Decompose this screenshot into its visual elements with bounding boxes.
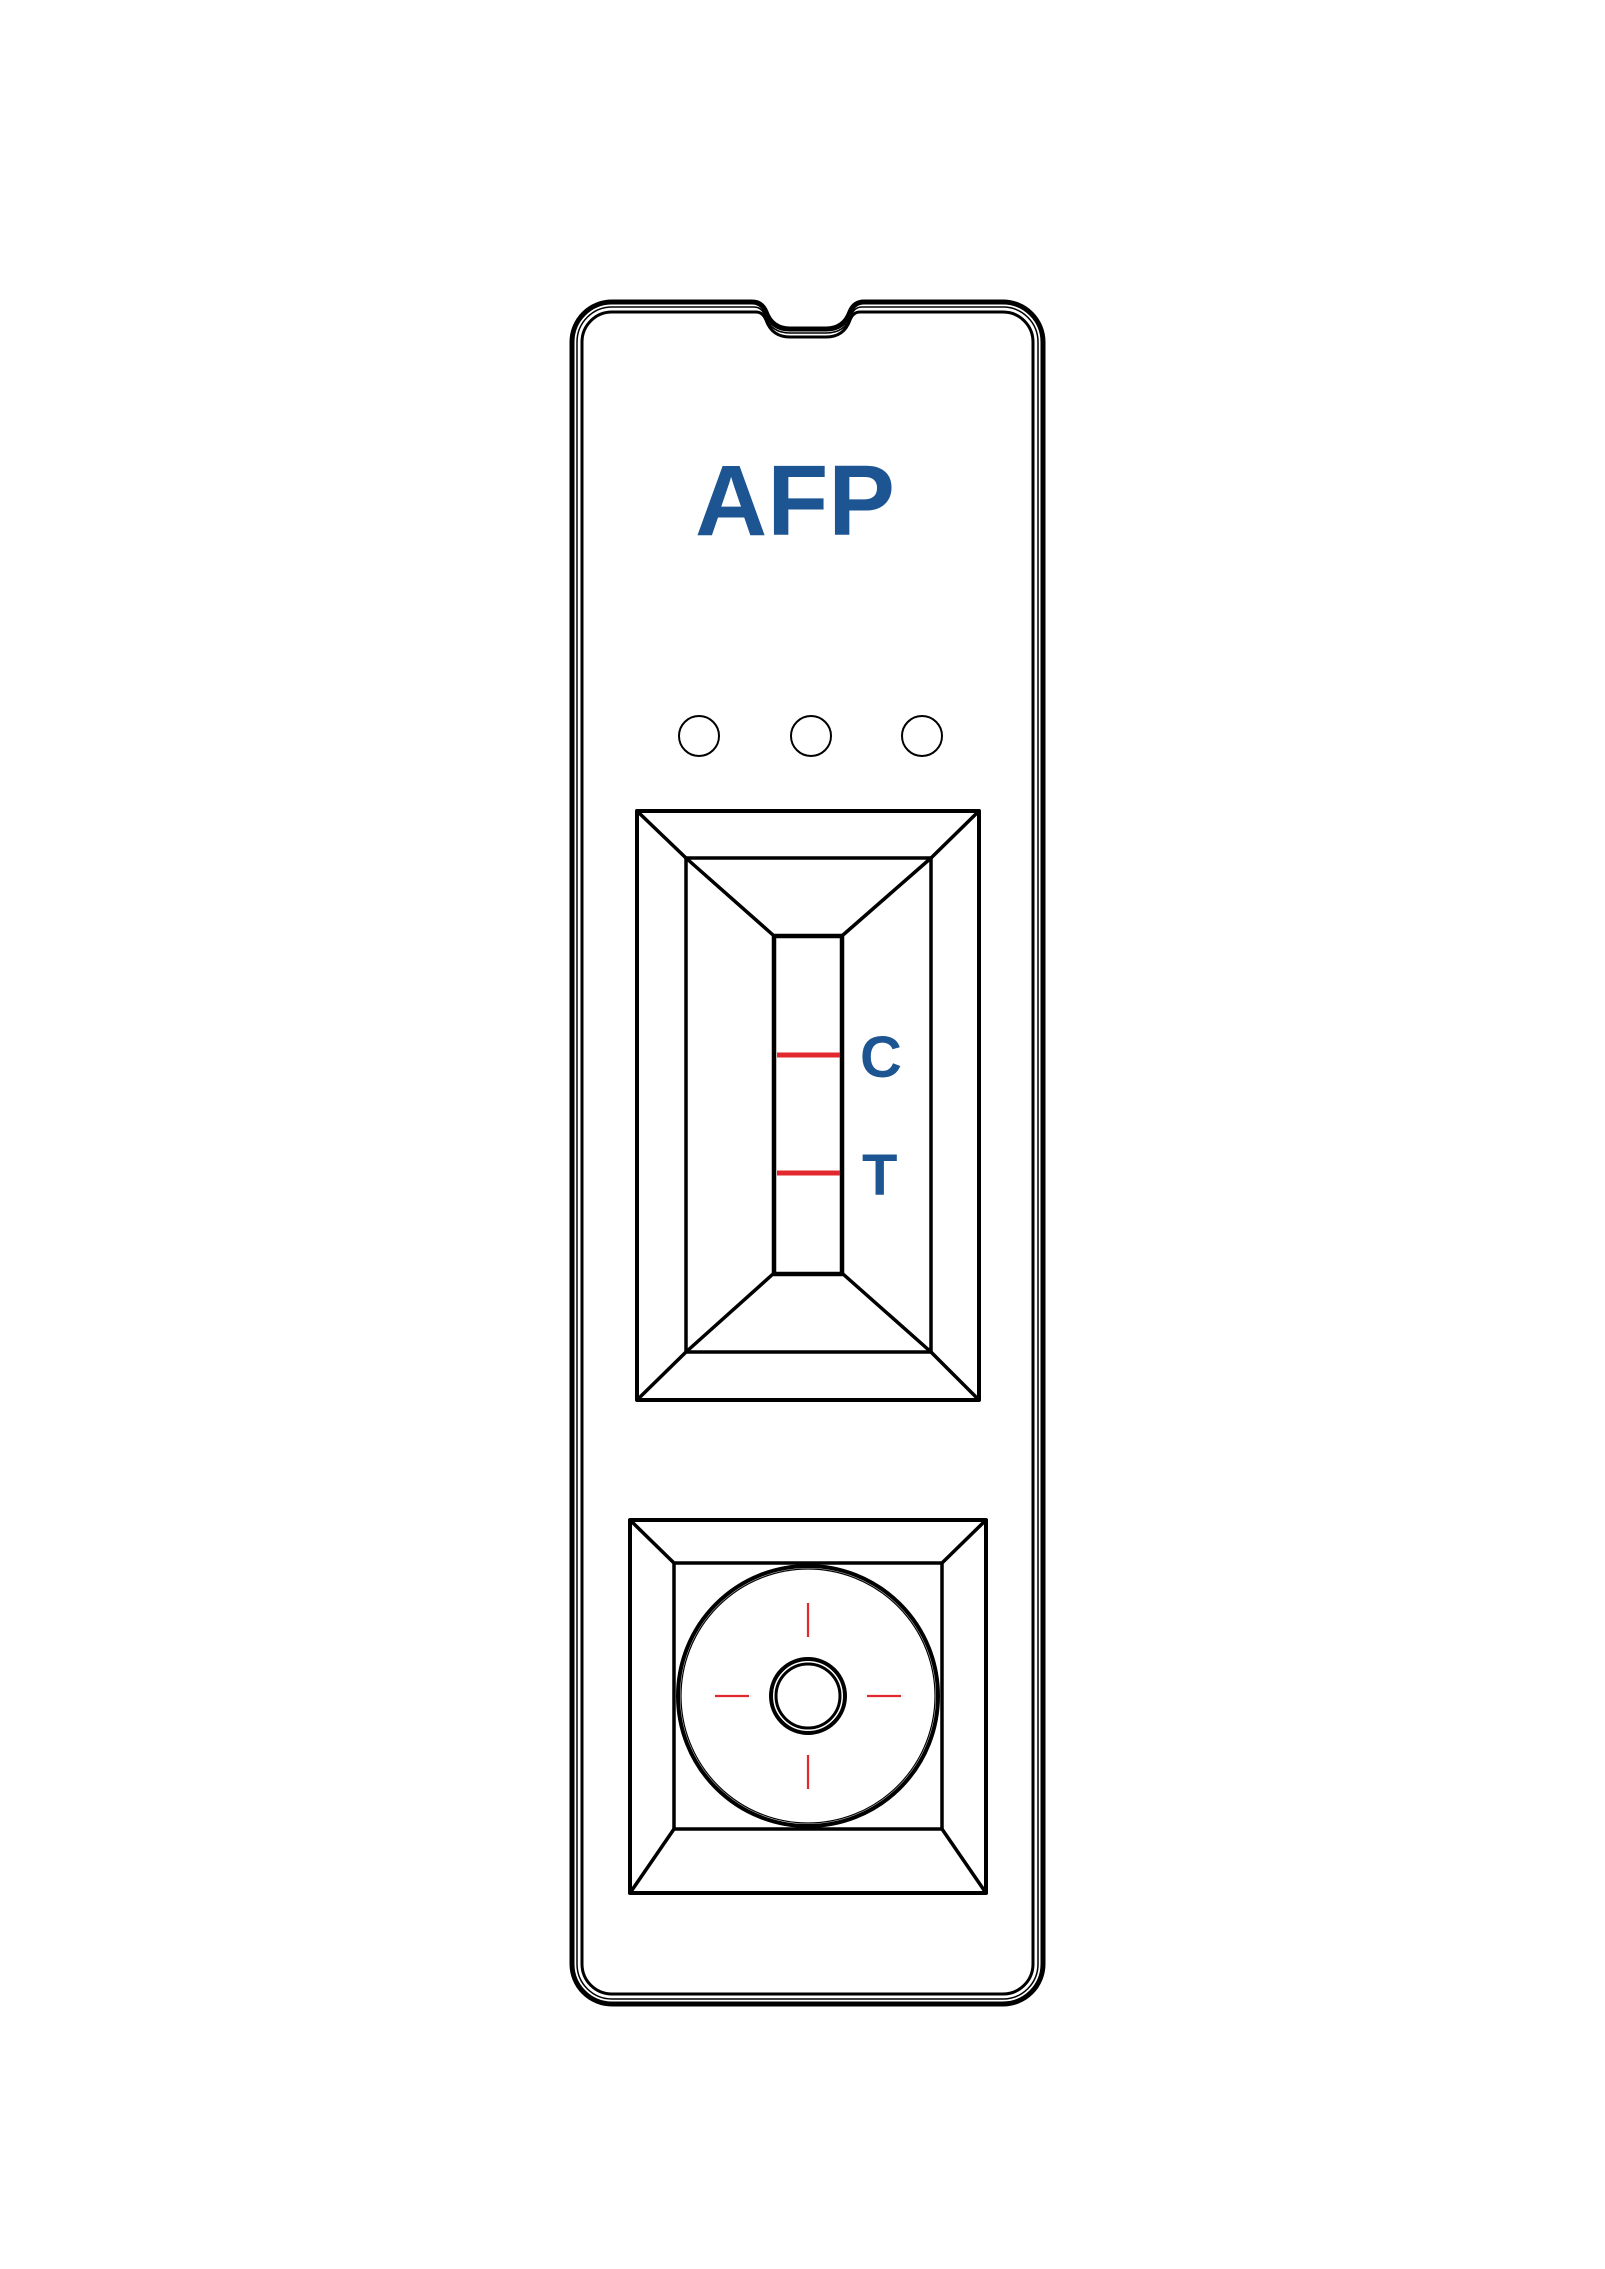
crosshair-ticks	[715, 1603, 901, 1789]
result-window: C T	[635, 809, 981, 1402]
sample-well-hole	[769, 1657, 847, 1735]
test-strip	[771, 933, 845, 1277]
cassette-body	[569, 299, 1046, 2007]
cassette-title-label: AFP	[695, 445, 895, 557]
indicator-dots	[678, 715, 943, 757]
indicator-dot	[790, 715, 832, 757]
indicator-dot	[901, 715, 943, 757]
sample-well	[628, 1518, 988, 1895]
control-line-label: C	[860, 1025, 902, 1090]
indicator-dot	[678, 715, 720, 757]
sample-well-rim	[676, 1564, 940, 1828]
test-line-label: T	[862, 1143, 897, 1208]
